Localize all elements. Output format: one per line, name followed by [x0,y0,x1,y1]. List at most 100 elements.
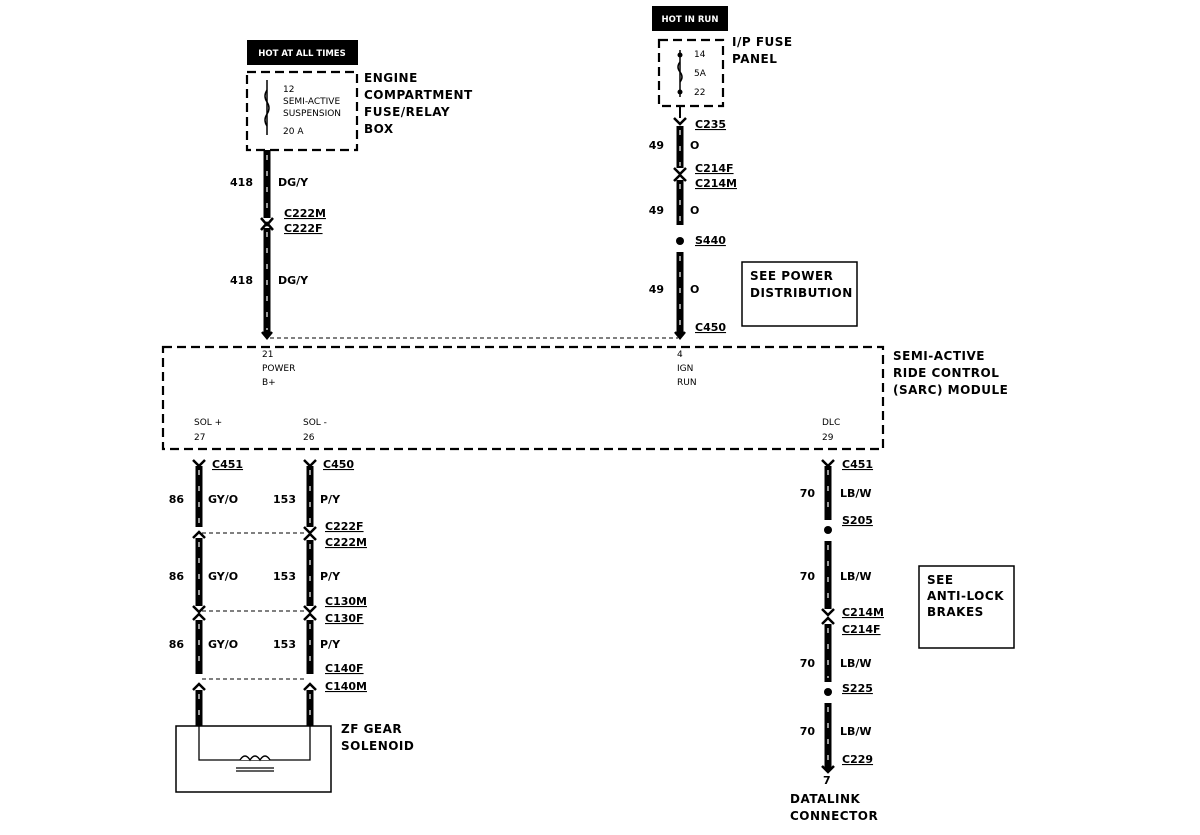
connector-c229: C229 [842,753,873,766]
connector-c451-dlc-symbol [821,459,835,468]
engine-fuse-box-outline [245,70,359,152]
circuit-153-a: 153 [273,493,296,506]
module-label-2: RIDE CONTROL [893,366,999,380]
see-antilock-label-1: SEE [927,573,954,587]
color-gyo-a: GY/O [208,493,238,506]
fuse-14-icon [677,61,683,83]
color-lbw-a: LB/W [840,487,872,500]
engine-box-label-2: COMPARTMENT [364,88,473,102]
circuit-153-b: 153 [273,570,296,583]
color-lbw-d: LB/W [840,725,872,738]
connector-c222f-left: C222F [284,222,323,235]
solenoid-coil-icon [239,755,271,762]
color-o-a: O [690,139,699,152]
ip-panel-label-1: I/P FUSE [732,35,793,49]
circuit-418-upper: 418 [230,176,253,189]
ip-fuse-top: 14 [694,50,706,60]
circuit-86-c: 86 [169,638,185,651]
splice-s225: S225 [842,682,873,695]
pin-29-label: DLC [822,418,840,428]
color-dgy-lower: DG/Y [278,274,309,287]
connector-c222m-left: C222M [284,207,326,220]
engine-box-label-1: ENGINE [364,71,418,85]
module-label-1: SEMI-ACTIVE [893,349,985,363]
splice-s205-dot [824,526,832,534]
pin-29-number: 29 [822,433,834,443]
hot-in-run-badge [652,6,728,31]
connector-c235: C235 [695,118,726,131]
color-lbw-c: LB/W [840,657,872,670]
connector-c450-top: C450 [695,321,726,334]
datalink-label-2: CONNECTOR [790,809,878,823]
see-antilock-label-2: ANTI-LOCK [927,589,1004,603]
connector-c214-symbol [673,173,687,182]
pin-26-number: 26 [303,433,315,443]
circuit-418-lower: 418 [230,274,253,287]
color-o-c: O [690,283,699,296]
ip-fuse-panel-outline [657,38,725,108]
color-gyo-c: GY/O [208,638,238,651]
ip-fuse-rating: 5A [694,69,707,79]
circuit-70-a: 70 [800,487,816,500]
connector-c214m-top: C214M [695,177,737,190]
connector-c451-sol: C451 [212,458,243,471]
see-power-label-2: DISTRIBUTION [750,286,853,300]
connector-c214m-dlc: C214M [842,606,884,619]
see-power-distribution-box[interactable] [741,261,858,327]
engine-fuse-number: 12 [283,85,294,95]
pin-26-label: SOL - [303,418,327,428]
connector-c214f-top: C214F [695,162,734,175]
module-label-3: (SARC) MODULE [893,383,1008,397]
color-lbw-b: LB/W [840,570,872,583]
connector-c214-dlc-symbol [821,608,835,617]
connector-c140m: C140M [325,680,367,693]
connector-c451-sol-symbol [192,459,206,468]
circuit-49-a: 49 [649,139,664,152]
pin-21-sub: B+ [262,378,276,388]
connector-c222-symbol [260,217,274,227]
connector-c130f: C130F [325,612,364,625]
datalink-label-1: DATALINK [790,792,861,806]
engine-fuse-rating: 20 A [283,127,304,137]
pin-27-number: 27 [194,433,205,443]
pin-4-sub: RUN [677,378,697,388]
color-py-b: P/Y [320,570,341,583]
color-dgy-upper: DG/Y [278,176,309,189]
hot-at-all-times-label: HOT AT ALL TIMES [258,49,346,59]
circuit-49-b: 49 [649,204,664,217]
circuit-70-c: 70 [800,657,816,670]
circuit-70-b: 70 [800,570,816,583]
connector-c450-sol-symbol [303,459,317,468]
splice-s225-dot [824,688,832,696]
hot-in-run-label: HOT IN RUN [662,15,719,25]
connector-c222f-sol: C222F [325,520,364,533]
circuit-153-c: 153 [273,638,296,651]
fuse-12-icon [264,89,270,127]
connector-c450-sol: C450 [323,458,354,471]
solenoid-label-2: SOLENOID [341,739,414,753]
see-anti-lock-brakes-box[interactable] [918,565,1015,649]
hot-at-all-times-badge [247,40,358,65]
connector-c140f: C140F [325,662,364,675]
dlc-pin-7: 7 [823,774,831,787]
pin-4-label: IGN [677,364,693,374]
connector-c130m: C130M [325,595,367,608]
pin-21-label: POWER [262,364,295,374]
engine-fuse-desc-2: SUSPENSION [283,109,341,119]
ip-fuse-bottom: 22 [694,88,705,98]
circuit-86-b: 86 [169,570,185,583]
solenoid-label-1: ZF GEAR [341,722,402,736]
circuit-86-a: 86 [169,493,185,506]
pin-21-number: 21 [262,350,273,360]
see-power-label-1: SEE POWER [750,269,833,283]
color-py-a: P/Y [320,493,341,506]
color-py-c: P/Y [320,638,341,651]
circuit-70-d: 70 [800,725,816,738]
pin-4-number: 4 [677,350,683,360]
connector-c235-symbol [673,117,687,126]
connector-c214f-dlc: C214F [842,623,881,636]
engine-fuse-desc-1: SEMI-ACTIVE [283,97,340,107]
engine-box-label-4: BOX [364,122,394,136]
splice-s440-dot [676,237,684,245]
